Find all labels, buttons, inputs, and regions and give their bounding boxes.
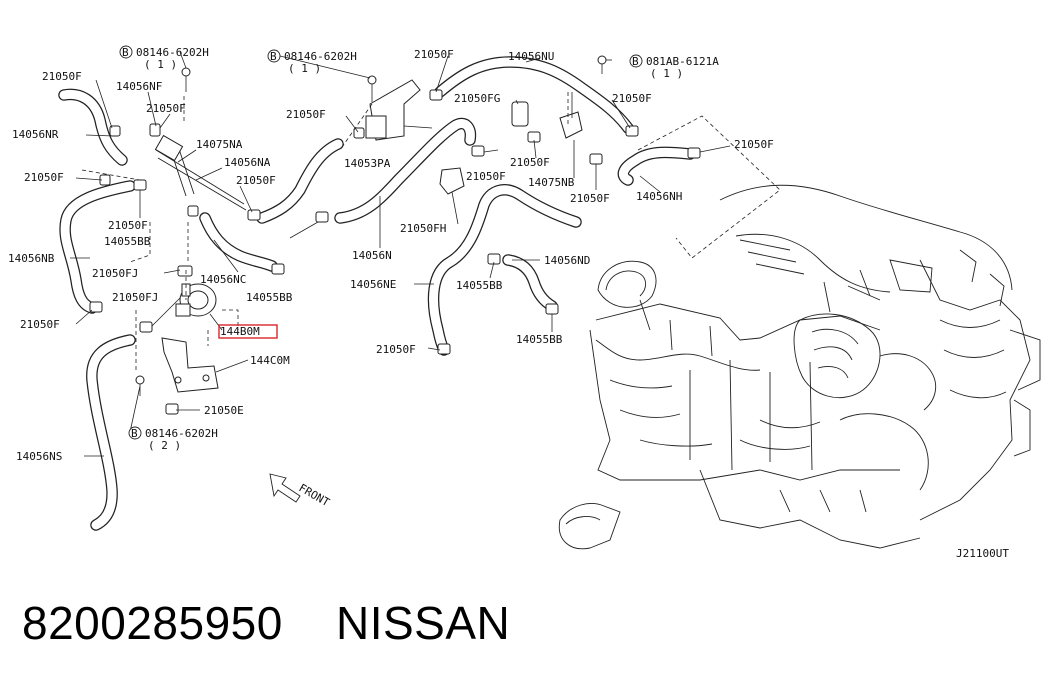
callout-label: 21050F <box>24 171 64 184</box>
pump-144b0m <box>175 283 217 317</box>
bolt-prefix: B <box>632 55 639 68</box>
callout-label: 14056NF <box>116 80 162 93</box>
leaders <box>70 51 731 457</box>
valve-14053pa <box>365 79 433 141</box>
callout-label: 21050F <box>414 48 454 61</box>
callout-label: 14056NC <box>200 273 246 286</box>
bolt-qty: ( 1 ) <box>144 58 177 71</box>
bolt-number: 08146-6202H <box>136 46 209 59</box>
brand-name: NISSAN <box>335 597 511 649</box>
bolt-prefix: B <box>270 50 277 63</box>
callout-label: 14056N <box>352 249 392 262</box>
bolt-number: 08146-6202H <box>284 50 357 63</box>
callout-label: 21050FG <box>454 92 500 105</box>
callout-label: 14056ND <box>544 254 590 267</box>
tube-assembly-14075na <box>154 134 247 211</box>
callout-label: 14056NE <box>350 278 396 291</box>
bolt-callout: B 08146-6202H ( 1 ) <box>119 45 209 71</box>
engine-block <box>558 184 1041 550</box>
callout-label: 14056NU <box>508 50 554 63</box>
bolt-callout: B 08146-6202H ( 1 ) <box>267 49 357 75</box>
callout-label: 14055BB <box>456 279 503 292</box>
bolt-prefix: B <box>131 427 138 440</box>
callout-label: 21050F <box>466 170 506 183</box>
callout-label: 21050FJ <box>92 267 138 280</box>
callout-label: 21050F <box>286 108 326 121</box>
callout-label: 21050FH <box>400 222 446 235</box>
callout-label: 21050F <box>570 192 610 205</box>
callout-label: 14056NB <box>8 252 55 265</box>
bolt-qty: ( 1 ) <box>650 67 683 80</box>
caption: 8200285950 NISSAN <box>22 596 510 650</box>
callout-label: 14056NH <box>636 190 682 203</box>
callout-label: 21050F <box>612 92 652 105</box>
callout-label: 21050F <box>20 318 60 331</box>
callout-label: 14056NR <box>12 128 59 141</box>
highlight-box <box>218 324 278 339</box>
callout-label: 21050F <box>146 102 186 115</box>
callout-label: 14055BB <box>104 235 151 248</box>
bracket-144c0m <box>161 337 219 393</box>
bolt-number: 08146-6202H <box>145 427 218 440</box>
diagram-code: J21100UT <box>956 547 1009 560</box>
bolt-prefix: B <box>122 46 129 59</box>
callout-label: 21050F <box>376 343 416 356</box>
hoses <box>58 56 696 531</box>
callout-label: 14053PA <box>344 157 391 170</box>
callout-label: 21050F <box>734 138 774 151</box>
callout-label: 14055BB <box>516 333 563 346</box>
part-number: 8200285950 <box>22 597 283 649</box>
callout-label: 21050FJ <box>112 291 158 304</box>
callout-label: 14056NS <box>16 450 62 463</box>
callout-label: 21050F <box>510 156 550 169</box>
callout-label: 21050E <box>204 404 244 417</box>
callout-label: 144C0M <box>250 354 290 367</box>
bolt-qty: ( 2 ) <box>148 439 181 452</box>
callout-label: 21050F <box>42 70 82 83</box>
callout-label: 14075NB <box>528 176 575 189</box>
callout-labels: 21050F 14056NF 21050F 14056NR 14075NA 14… <box>8 48 774 463</box>
connectors <box>439 92 583 195</box>
bolt-qty: ( 1 ) <box>288 62 321 75</box>
bolt-number: 081AB-6121A <box>646 55 719 68</box>
callout-label: 14055BB <box>246 291 293 304</box>
front-label: FRONT <box>297 481 333 509</box>
bolt-callout: B 081AB-6121A ( 1 ) <box>629 54 719 80</box>
callout-label: 14056NA <box>224 156 271 169</box>
callout-label: 21050F <box>108 219 148 232</box>
guide-lines <box>81 92 781 370</box>
front-arrow-icon <box>269 473 301 503</box>
pump-part-label: 144B0M <box>220 325 260 338</box>
callout-label: 21050F <box>236 174 276 187</box>
callout-label: 14075NA <box>196 138 243 151</box>
bolt-callout: B 08146-6202H ( 2 ) <box>128 426 218 452</box>
